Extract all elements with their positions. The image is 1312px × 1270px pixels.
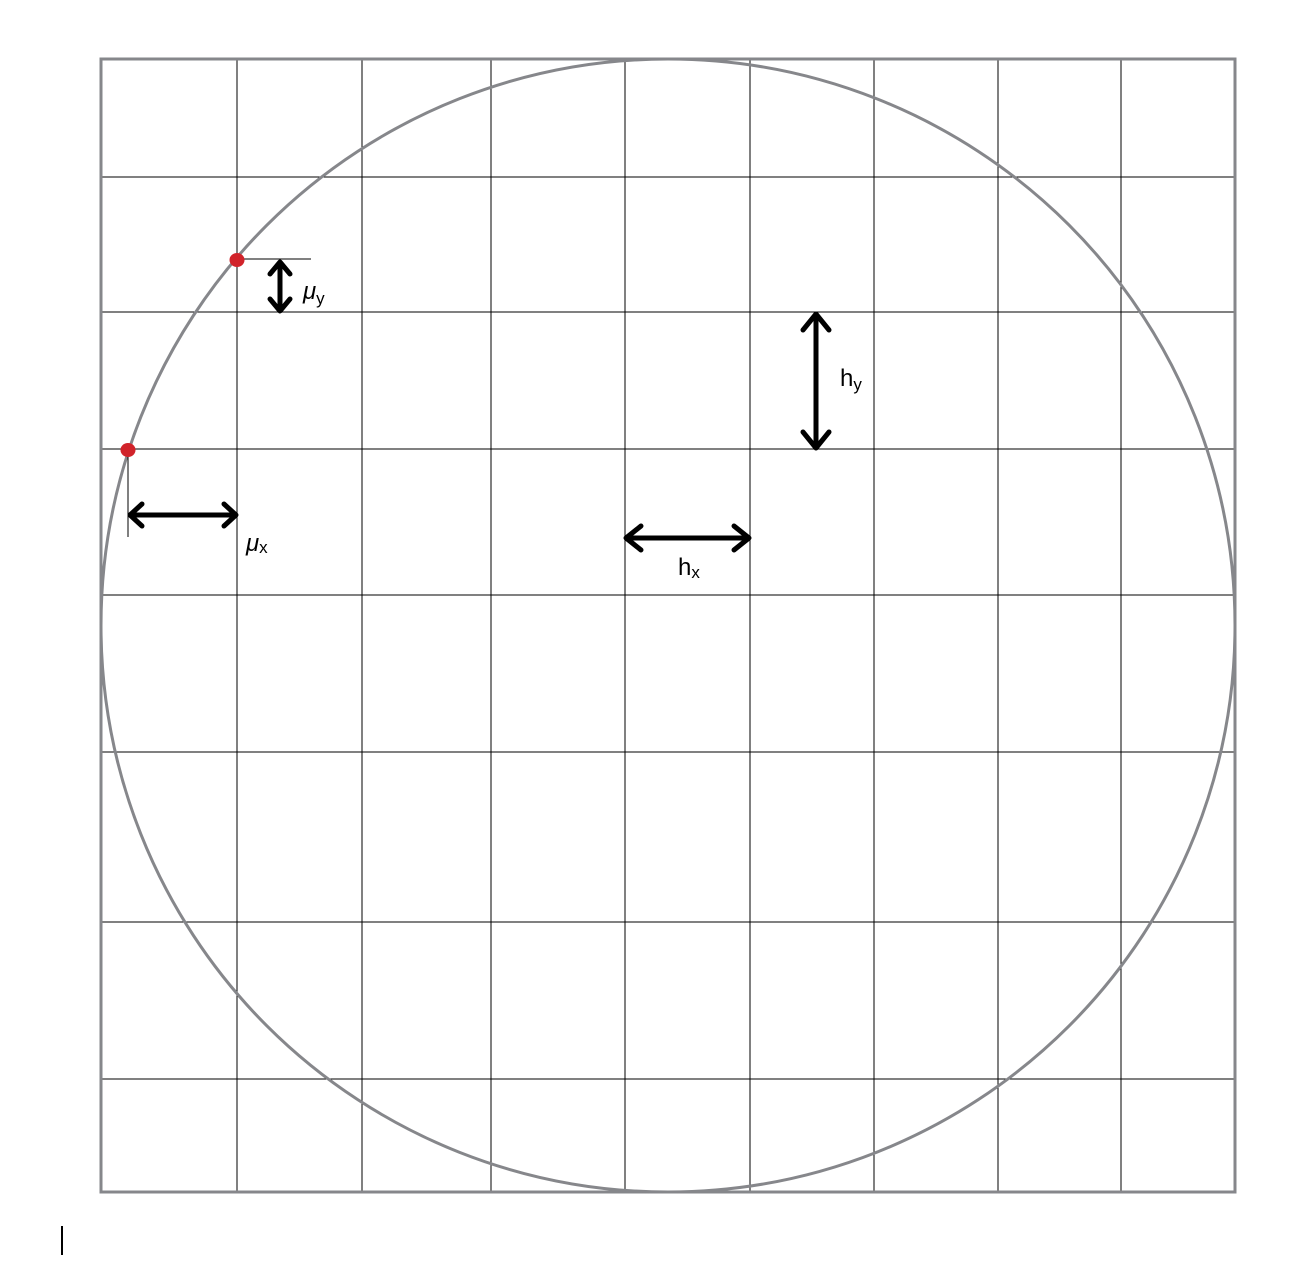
intersection-point-upper bbox=[229, 253, 245, 267]
h-y-double-arrow bbox=[800, 311, 832, 451]
h-x-label: hx bbox=[678, 554, 700, 582]
mu-y-annotation: μy bbox=[237, 258, 325, 314]
h-y-label: hy bbox=[840, 365, 862, 394]
mu-x-double-arrow bbox=[127, 501, 239, 529]
mu-y-label: μy bbox=[302, 278, 325, 308]
intersection-point-lower bbox=[120, 443, 136, 457]
mu-x-annotation: μx bbox=[127, 449, 268, 557]
h-y-annotation: hy bbox=[800, 311, 862, 451]
h-x-annotation: hx bbox=[623, 523, 752, 582]
horizontal-grid-lines bbox=[101, 176, 1235, 1080]
h-x-double-arrow bbox=[623, 523, 752, 553]
inscribed-circle bbox=[99, 57, 1237, 1194]
mu-x-label: μx bbox=[245, 530, 268, 557]
mu-y-double-arrow bbox=[267, 259, 293, 314]
outer-frame bbox=[99, 57, 1237, 1194]
vertical-grid-lines bbox=[236, 59, 1122, 1192]
